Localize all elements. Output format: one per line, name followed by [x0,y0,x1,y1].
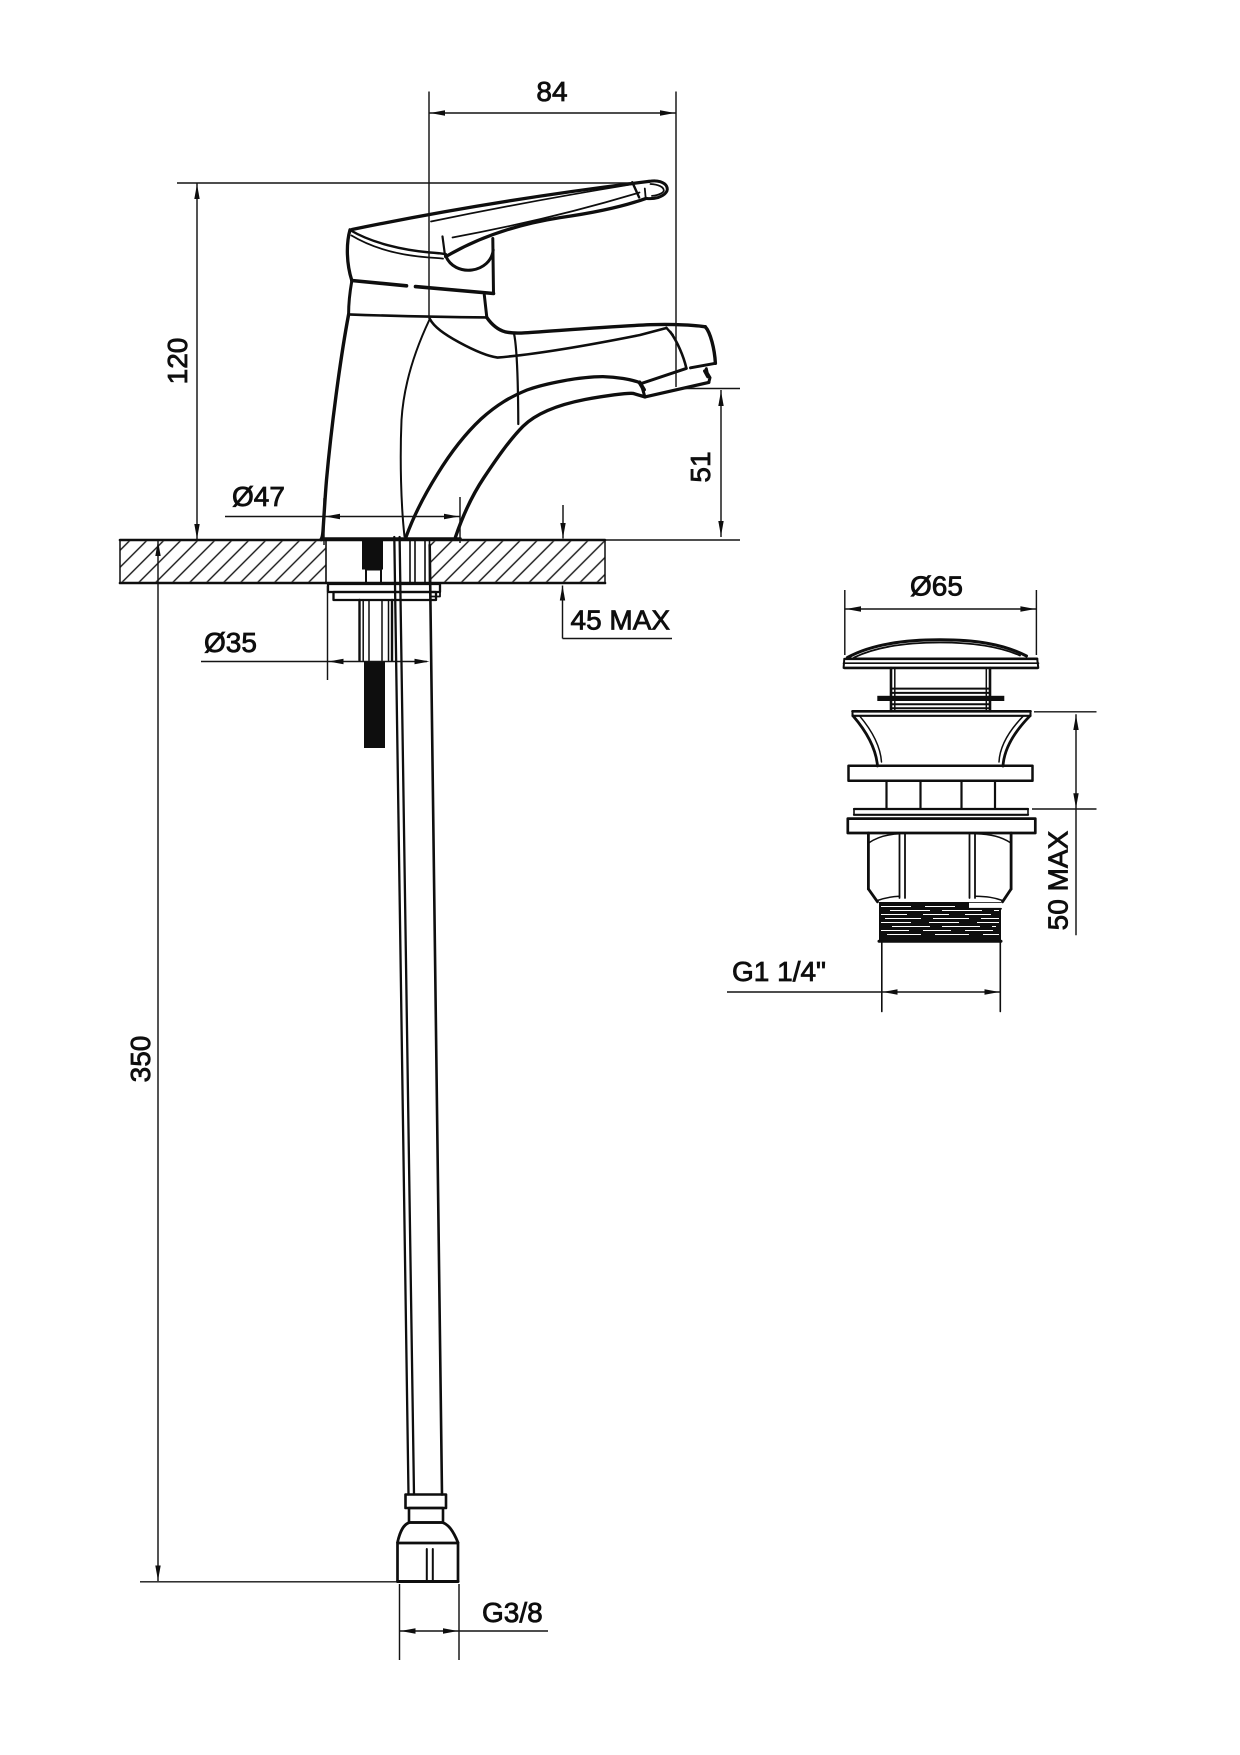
svg-text:G3/8: G3/8 [482,1597,543,1628]
svg-text:45 MAX: 45 MAX [571,605,671,636]
svg-text:51: 51 [685,451,716,482]
svg-text:350: 350 [125,1036,156,1083]
svg-text:G1 1/4": G1 1/4" [732,956,826,987]
svg-text:50 MAX: 50 MAX [1043,830,1074,930]
svg-text:Ø47: Ø47 [232,481,285,512]
svg-text:84: 84 [536,76,567,107]
svg-text:Ø65: Ø65 [910,571,963,602]
svg-text:Ø35: Ø35 [204,627,257,658]
svg-text:120: 120 [162,338,193,385]
